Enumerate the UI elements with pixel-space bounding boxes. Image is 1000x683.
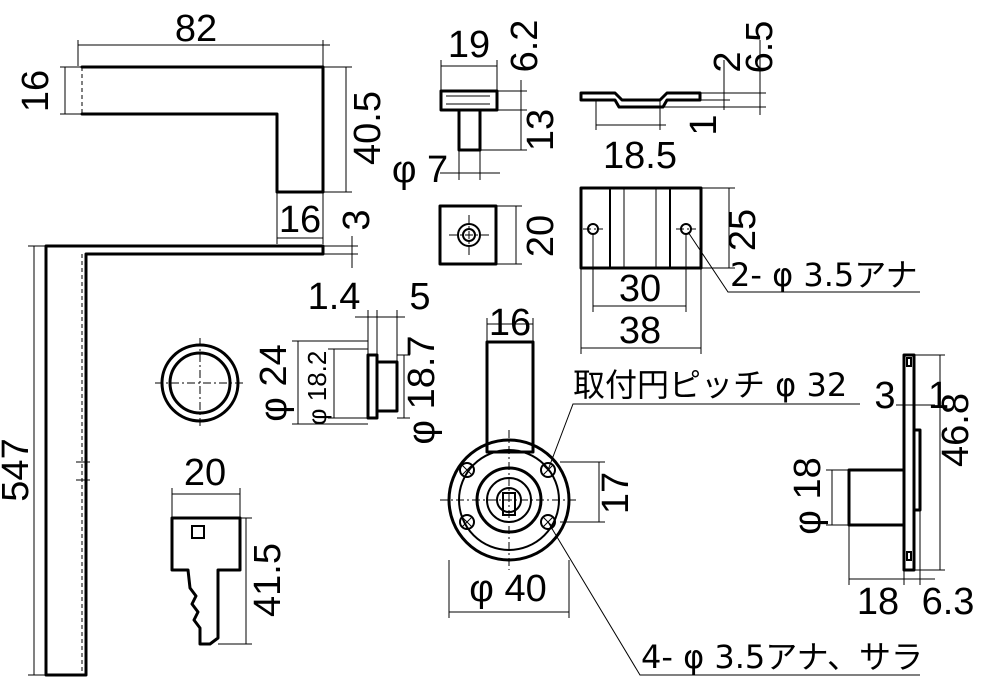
dim-40-5-label: 40.5 <box>347 91 389 165</box>
dim-18-5-label: 18.5 <box>603 135 677 177</box>
dim-5-label: 5 <box>409 276 430 318</box>
dim-6-5-label: 6.5 <box>739 21 781 74</box>
ring-side-view <box>292 310 410 425</box>
pitch-note: 取付円ピッチ φ 32 <box>573 366 847 404</box>
phi-18-2-label: φ 18.2 <box>302 351 332 426</box>
dimension-16-left: 16 <box>15 66 82 115</box>
dim-19-label: 19 <box>448 24 490 66</box>
dim-16-label: 16 <box>15 70 57 112</box>
phi-7-label: φ 7 <box>392 149 448 191</box>
key <box>170 488 252 646</box>
dim-20a-label: 20 <box>520 215 562 257</box>
dim-82-label: 82 <box>175 8 217 50</box>
dim-1a-label: 1 <box>683 114 725 135</box>
phi-18-label: φ 18 <box>787 457 829 534</box>
l-plate-top-view <box>80 65 325 194</box>
dim-6-2-label: 6.2 <box>504 20 546 73</box>
ring-washer <box>155 338 245 428</box>
dimension-82: 82 <box>77 8 330 66</box>
dim-17-label: 17 <box>595 472 637 514</box>
strike-plate-front-view <box>579 186 920 354</box>
dim-25-label: 25 <box>722 209 764 251</box>
dim-16b-label: 16 <box>279 199 321 241</box>
long-l-bracket <box>44 192 358 677</box>
phi-18-7-label: φ 18.7 <box>401 335 443 444</box>
t-bolt-side-view <box>439 60 527 180</box>
dim-16c-label: 16 <box>489 302 531 344</box>
dim-41-5-label: 41.5 <box>247 543 289 617</box>
lock-body-front-view <box>440 318 920 676</box>
dim-38-label: 38 <box>619 310 661 352</box>
hole-2-note: 2- φ 3.5アナ <box>730 256 918 294</box>
dim-3a-label: 3 <box>336 209 378 230</box>
dim-46-8-label: 46.8 <box>935 393 977 467</box>
dim-30-label: 30 <box>619 268 661 310</box>
dim-13-label: 13 <box>520 109 562 151</box>
dim-1-4-label: 1.4 <box>308 276 361 318</box>
dim-1b-label: 1 <box>928 375 949 417</box>
dim-3b-label: 3 <box>874 375 895 417</box>
phi-40-label: φ 40 <box>469 568 546 610</box>
dimension-547: 547 <box>0 245 46 676</box>
strike-plate-side-view <box>579 40 766 130</box>
dim-547-label: 547 <box>0 438 37 501</box>
phi-24-label: φ 24 <box>253 344 295 421</box>
dimension-40-5: 40.5 <box>323 66 389 193</box>
dim-6-3-label: 6.3 <box>922 581 975 623</box>
dim-20b-label: 20 <box>184 452 226 494</box>
hole-4-note: 4- φ 3.5アナ、サラ <box>641 638 923 676</box>
square-block <box>438 204 522 266</box>
lock-side-view <box>826 353 945 585</box>
dim-2-label: 2 <box>707 51 749 72</box>
dim-18-label: 18 <box>857 581 899 623</box>
